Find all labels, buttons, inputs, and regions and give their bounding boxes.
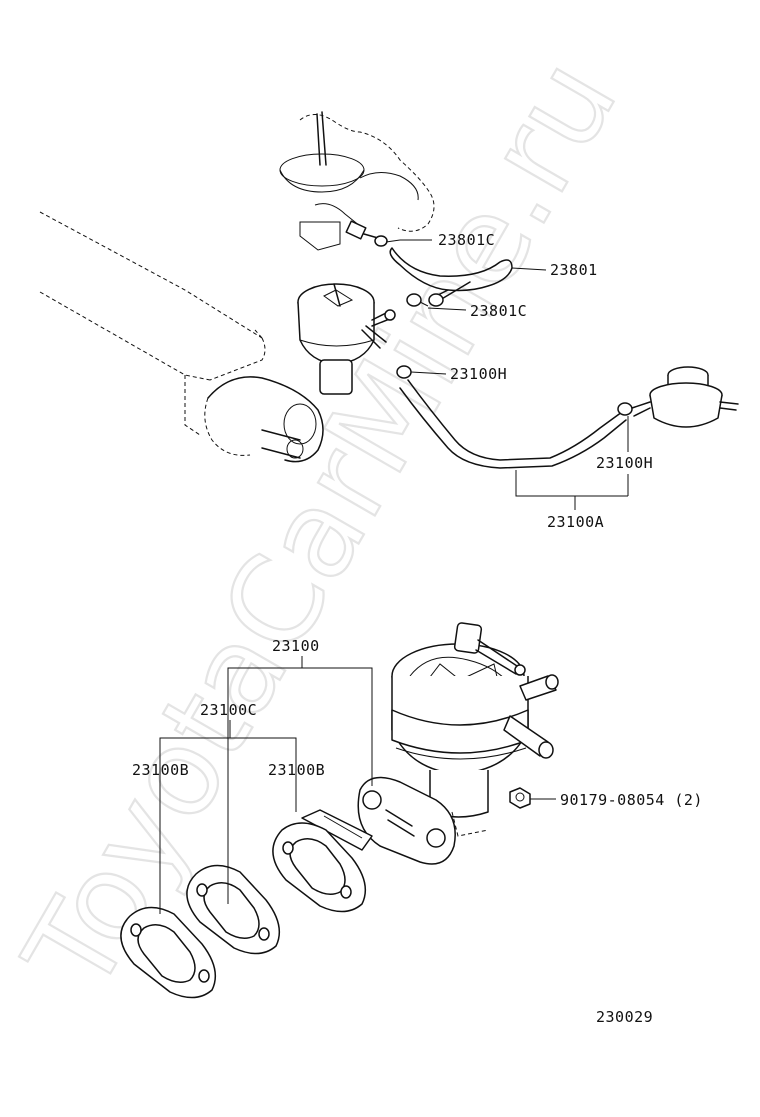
gasket-23100c	[186, 864, 281, 955]
clamp-23100h-filter	[617, 402, 633, 416]
label-23100a: 23100A	[547, 513, 604, 531]
gasket-23100b-left	[120, 906, 217, 999]
label-23100b-left: 23100B	[132, 761, 189, 779]
vacuum-valve	[297, 283, 396, 395]
label-23100c: 23100C	[200, 701, 257, 719]
label-23801c-lower: 23801C	[470, 302, 527, 320]
fuel-pump	[301, 622, 559, 865]
label-23100h-filter: 23100H	[596, 454, 653, 472]
label-90179-08054: 90179-08054 (2)	[560, 791, 703, 809]
clamp-23801c-upper	[374, 235, 401, 247]
fuel-filter	[631, 366, 739, 428]
label-23100: 23100	[272, 637, 320, 655]
label-23801: 23801	[550, 261, 598, 279]
part-labels: 23801C 23801 23801C 23100H 23100H 23100A…	[132, 231, 703, 1026]
label-23100h-pump: 23100H	[450, 365, 507, 383]
carburetor-upper	[279, 111, 435, 251]
label-23801c-upper: 23801C	[438, 231, 495, 249]
hose-23100a	[399, 379, 627, 469]
intake-elbow	[204, 376, 324, 463]
clamp-23100h-pump	[396, 365, 412, 379]
engine-block-outline	[39, 211, 266, 436]
leader-lines-upper	[400, 239, 629, 510]
leader-lines-lower	[159, 656, 556, 914]
hose-23801	[389, 247, 513, 307]
gasket-23100b-right	[272, 822, 367, 913]
clamp-23801c-lower	[406, 293, 429, 307]
nut-90179	[509, 787, 531, 809]
diagram-code: 230029	[596, 1008, 653, 1026]
label-23100b-right: 23100B	[268, 761, 325, 779]
